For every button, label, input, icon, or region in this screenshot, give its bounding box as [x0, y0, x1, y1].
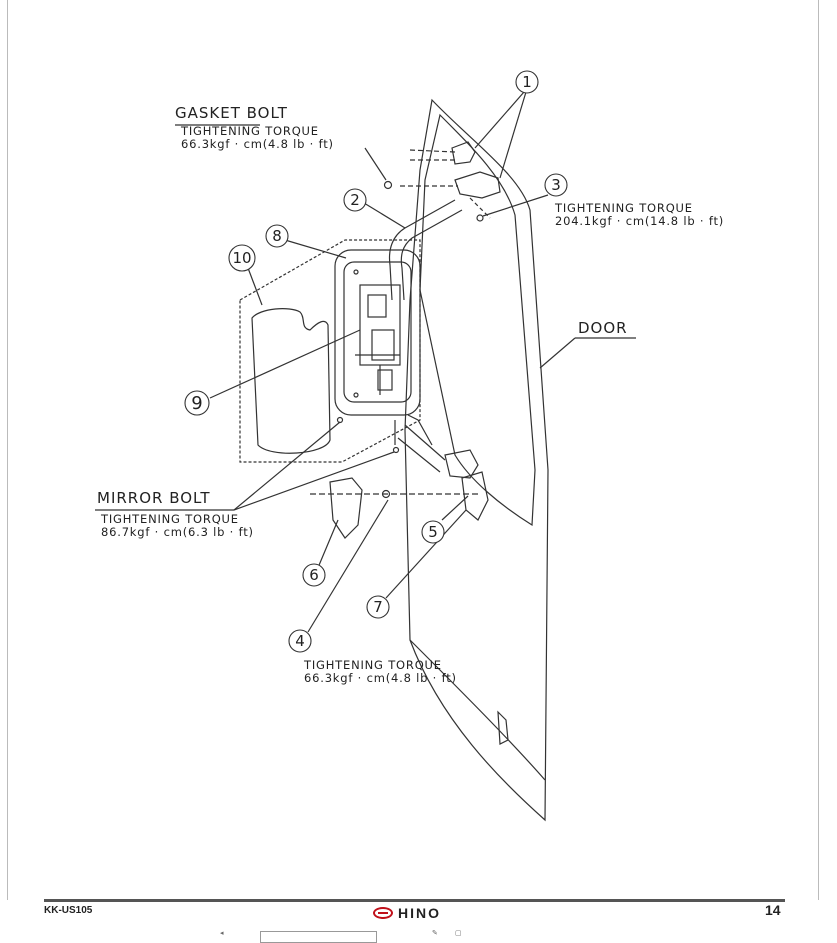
- hino-logo-icon: [373, 907, 393, 919]
- brand-logo: HINO: [373, 904, 441, 922]
- bolt3-torque-heading: TIGHTENING TORQUE: [554, 201, 693, 215]
- callout-4-circle: [288, 629, 312, 653]
- footer-rule: [44, 899, 785, 902]
- mirror-torque-value: 86.7kgf · cm(6.3 lb · ft): [101, 525, 254, 539]
- gasket-torque-value: 66.3kgf · cm(4.8 lb · ft): [181, 137, 334, 151]
- callout-1: 1: [522, 73, 532, 91]
- upper-bracket-lower: [454, 171, 501, 199]
- lower-bracket: [444, 449, 479, 479]
- callout-9: 9: [191, 393, 202, 414]
- callout-7: 7: [373, 598, 383, 616]
- viewer-fit-icon[interactable]: ▢: [455, 929, 462, 937]
- document-code: KK-US105: [44, 905, 93, 916]
- callout-3-circle: [544, 173, 568, 197]
- door-label: DOOR: [578, 319, 628, 337]
- base-bracket: [461, 471, 489, 521]
- callout-9-circle: [184, 390, 210, 416]
- brand-name: HINO: [398, 905, 441, 921]
- callout-10: 10: [232, 249, 251, 267]
- callout-6: 6: [309, 566, 319, 584]
- viewer-zoom-icon[interactable]: ✎: [432, 929, 438, 937]
- callout-2-circle: [343, 188, 367, 212]
- viewer-prev-icon[interactable]: ◂: [220, 929, 224, 937]
- mirror-assembly-diagram: 1 3 2 8 10 9 5 6 7 4 GASKET BOLT TIGHTEN…: [95, 70, 724, 822]
- bolt4-torque-heading: TIGHTENING TORQUE: [303, 658, 442, 672]
- bolt3-torque-value: 204.1kgf · cm(14.8 lb · ft): [555, 214, 724, 228]
- callout-5: 5: [428, 523, 438, 541]
- bolt4-torque-value: 66.3kgf · cm(4.8 lb · ft): [304, 671, 457, 685]
- upper-bracket-top: [451, 141, 476, 165]
- callout-10-circle: [228, 244, 256, 272]
- gasket-torque-heading: TIGHTENING TORQUE: [180, 124, 319, 138]
- gasket-bolt-part: [383, 180, 393, 190]
- bolt-3-part: [476, 214, 484, 222]
- mirror-housing-inner: [343, 261, 412, 403]
- mirror-bolt-label: MIRROR BOLT: [97, 489, 211, 507]
- callout-8: 8: [272, 227, 282, 245]
- door-handle-recess: [497, 710, 509, 745]
- callout-5-circle: [421, 520, 445, 544]
- mirror-housing: [334, 249, 421, 416]
- callout-8-circle: [265, 224, 289, 248]
- callout-4: 4: [295, 632, 305, 650]
- gasket-bolt-label: GASKET BOLT: [175, 104, 288, 122]
- callout-3: 3: [551, 176, 561, 194]
- page-number: 14: [765, 902, 781, 918]
- door-outline: [404, 98, 549, 822]
- callout-2: 2: [350, 191, 360, 209]
- bolt-4-part: [381, 489, 391, 499]
- door-lower-curve: [409, 639, 546, 781]
- page-frame-left: [7, 0, 8, 900]
- page-frame-right: [818, 0, 819, 900]
- mirror-torque-heading: TIGHTENING TORQUE: [100, 512, 239, 526]
- bracket-cover: [329, 477, 363, 539]
- callout-6-circle: [302, 563, 326, 587]
- callout-1-circle: [515, 70, 539, 94]
- mirror-bolt-part: [392, 446, 400, 454]
- mirror-glass: [251, 308, 331, 454]
- callout-7-circle: [366, 595, 390, 619]
- page-number-input[interactable]: [260, 931, 377, 943]
- mirror-glass-enclosure: [239, 239, 421, 463]
- lower-arm: [394, 420, 446, 473]
